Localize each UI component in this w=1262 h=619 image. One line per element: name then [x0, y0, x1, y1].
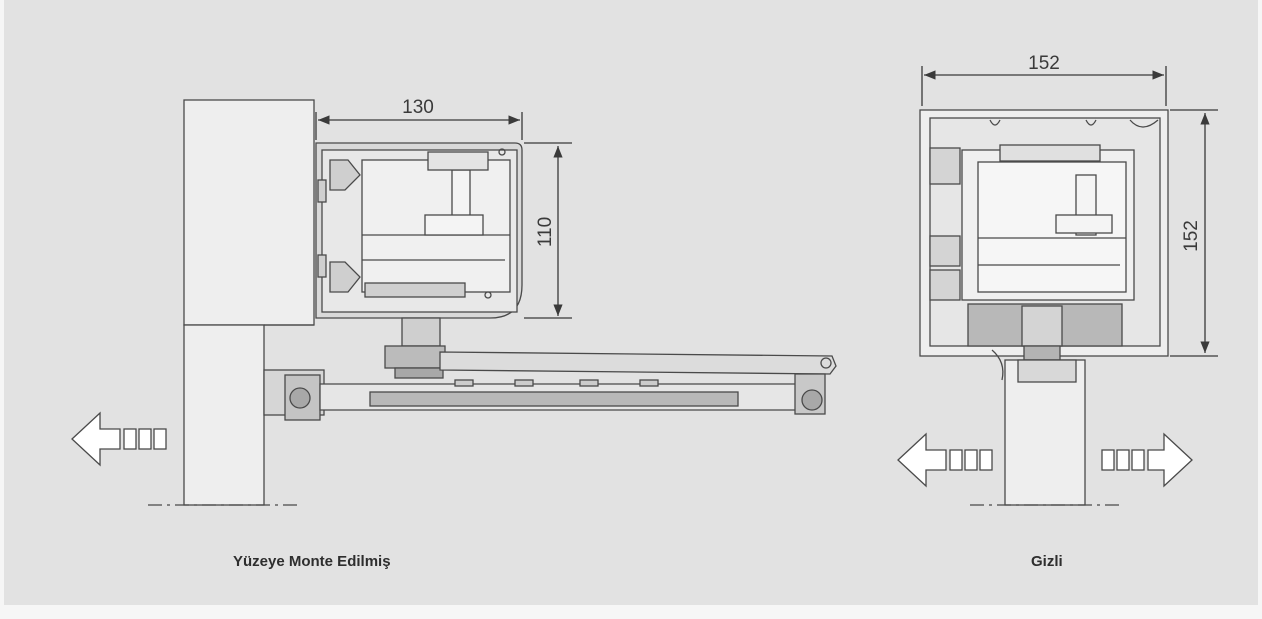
dimension-label-130: 130	[402, 97, 434, 118]
upper-arm	[439, 351, 837, 375]
surface-mounted-drawing	[71, 99, 837, 506]
caption-concealed: Gizli	[1031, 553, 1063, 570]
drive-shaft	[384, 317, 446, 379]
dimension-130	[315, 112, 523, 140]
concealed-drawing	[897, 66, 1218, 506]
dimension-label-110: 110	[535, 217, 556, 247]
dimension-label-152-height: 152	[1181, 220, 1202, 252]
dimension-152-height	[1170, 109, 1218, 357]
caption-surface-mounted: Yüzeye Monte Edilmiş	[233, 553, 391, 570]
dimension-110	[524, 142, 572, 319]
guide-rail	[263, 369, 826, 421]
concealed-housing	[919, 109, 1169, 361]
direction-arrow-left	[71, 411, 167, 467]
dimension-152-width	[921, 66, 1167, 106]
dimension-label-152-width: 152	[1028, 53, 1060, 74]
wall-section	[148, 99, 315, 506]
concealed-wall	[970, 349, 1120, 506]
direction-arrow-left-concealed	[897, 432, 993, 488]
direction-arrow-right-concealed	[1101, 432, 1193, 488]
operator-housing	[315, 142, 523, 319]
